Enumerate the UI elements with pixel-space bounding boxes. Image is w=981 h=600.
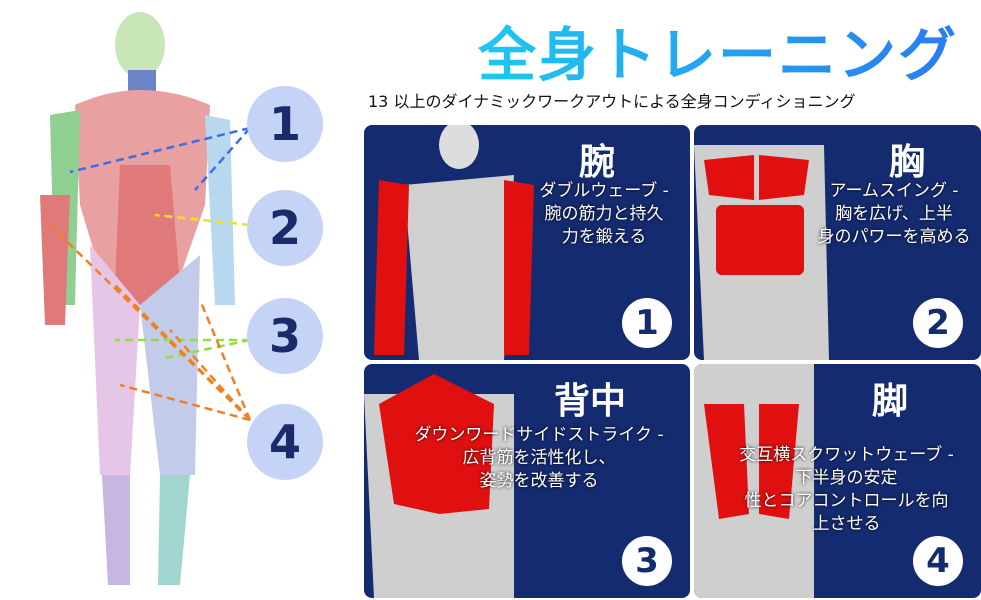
back-muscle-illustration <box>364 374 514 598</box>
card-number-badge: 3 <box>622 536 672 586</box>
card-legs: 脚 交互横スクワットウェーブ - 下半身の安定 性とコアコントロールを向 上させ… <box>694 364 981 598</box>
card-description: 交互横スクワットウェーブ - 下半身の安定 性とコアコントロールを向 上させる <box>739 445 954 534</box>
anatomy-figure <box>40 12 235 585</box>
card-chest: 胸 アームスイング - 胸を広げ、上半 身のパワーを高める 2 <box>694 125 981 360</box>
card-heading: 胸 <box>889 142 926 183</box>
card-number-badge: 1 <box>622 298 672 348</box>
page-title: 全身トレーニング <box>478 8 958 92</box>
card-number-badge: 2 <box>913 298 963 348</box>
marker-3: 3 <box>247 298 323 374</box>
card-arms: 腕 ダブルウェーブ - 腕の筋力と持久 力を鍛える 1 <box>364 125 690 360</box>
marker-1: 1 <box>247 86 323 162</box>
card-number-badge: 4 <box>913 536 963 586</box>
card-heading: 背中 <box>554 381 627 422</box>
card-description: ダブルウェーブ - 腕の筋力と持久 力を鍛える <box>539 181 669 247</box>
card-description: ダウンワードサイドストライク - 広背筋を活性化し、 姿勢を改善する <box>414 425 664 491</box>
legs-muscle-illustration <box>694 364 814 598</box>
marker-lines <box>49 126 252 422</box>
arms-muscle-illustration <box>374 125 534 360</box>
subtitle: 13 以上のダイナミックワークアウトによる全身コンディショニング <box>368 92 856 111</box>
card-back: 背中 ダウンワードサイドストライク - 広背筋を活性化し、 姿勢を改善する 3 <box>364 364 690 598</box>
card-heading: 腕 <box>579 142 616 183</box>
chest-muscle-illustration <box>694 145 829 360</box>
marker-4: 4 <box>247 404 323 480</box>
marker-2: 2 <box>247 190 323 266</box>
card-heading: 脚 <box>872 381 909 422</box>
card-description: アームスイング - 胸を広げ、上半 身のパワーを高める <box>817 181 971 247</box>
